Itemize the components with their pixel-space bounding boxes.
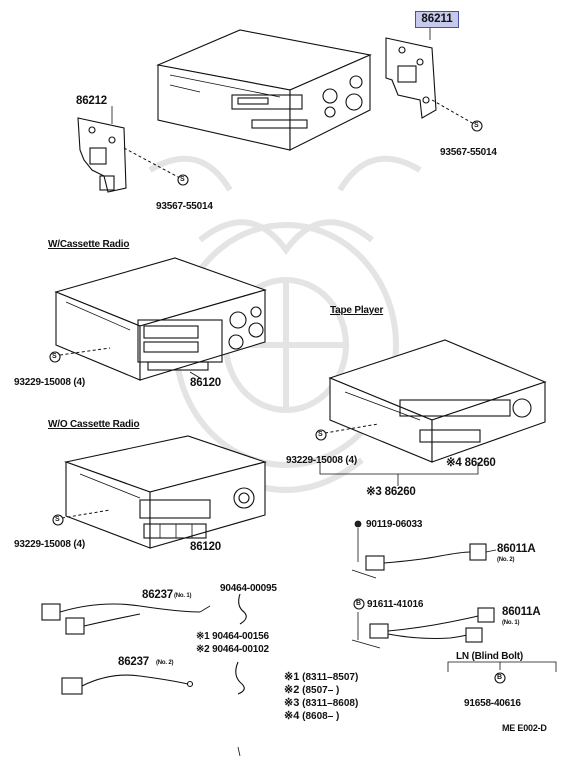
bolt-symbol-90119: [354, 520, 362, 528]
screw-symbol-top-left: [177, 174, 189, 186]
screw-symbol-letter: S: [180, 176, 185, 183]
note-range: (8608– ): [302, 711, 340, 722]
harness-86011a-no2-sublabel: (No. 2): [497, 557, 515, 563]
note-row-1: ※1 (8311–8507): [284, 670, 358, 683]
bolt-90119-06033-label[interactable]: 90119-06033: [366, 519, 423, 530]
harness-86237-no2-label[interactable]: 86237: [118, 656, 149, 668]
bracket-86211: [385, 37, 437, 119]
part-86260-note4-label[interactable]: ※4 86260: [446, 457, 496, 469]
screw-symbol-letter: S: [55, 516, 60, 523]
screw-93229-15008-cassette-label[interactable]: 93229-15008 (4): [14, 377, 85, 388]
harness-86237-no1: [41, 603, 211, 635]
note-mark: ※1: [284, 671, 300, 683]
no-cassette-radio-unit: [63, 435, 267, 549]
part-86212-label[interactable]: 86212: [76, 95, 107, 107]
bolt-symbol-letter: B: [356, 600, 361, 607]
clamp-90464-00095: [235, 593, 247, 695]
note-row-2: ※2 (8507– ): [284, 683, 339, 696]
screw-93567-55014-right-label[interactable]: 93567-55014: [440, 147, 497, 158]
footer-diagram-code: ME E002-D: [502, 723, 547, 733]
note-mark: ※3: [284, 697, 300, 709]
note-row-4: ※4 (8608– ): [284, 709, 339, 722]
harness-86237-no1-label[interactable]: 86237: [142, 589, 173, 601]
screw-93229-15008-tape-label[interactable]: 93229-15008 (4): [286, 455, 357, 466]
note-range: (8507– ): [302, 685, 340, 696]
clamp-90464-00095-label[interactable]: 90464-00095: [220, 583, 277, 594]
clamp-note1-label[interactable]: ※1 90464-00156: [196, 631, 269, 642]
note-mark: ※2: [284, 684, 300, 696]
cassette-radio-unit: [54, 257, 267, 381]
clamp-note2-label[interactable]: ※2 90464-00102: [196, 644, 269, 655]
section-title-cassette-radio: W/Cassette Radio: [48, 239, 130, 250]
screw-symbol-tape: [315, 429, 327, 441]
harness-86011a-no1-sublabel: (No. 1): [502, 620, 520, 626]
note-mark: ※4: [284, 710, 300, 722]
harness-86011a-no2: [351, 528, 497, 579]
ln-blind-bolt-heading: LN (Blind Bolt): [456, 651, 523, 662]
section-title-no-cassette-radio: W/O Cassette Radio: [48, 419, 140, 430]
screw-symbol-letter: S: [474, 122, 479, 129]
harness-86237-no2: [61, 674, 194, 695]
bolt-91611-41016-label[interactable]: 91611-41016: [367, 599, 424, 610]
blind-bolt-91658-40616-label[interactable]: 91658-40616: [464, 698, 521, 709]
part-86260-note3-label[interactable]: ※3 86260: [366, 486, 416, 498]
harness-86237-no1-sublabel: (No. 1): [174, 593, 192, 599]
part-86211-highlighted[interactable]: 86211: [415, 11, 459, 28]
screw-symbol-top-right: [471, 120, 483, 132]
note-range: (8311–8507): [302, 672, 359, 683]
screw-symbol-no-cassette: [52, 514, 64, 526]
screw-symbol-letter: S: [318, 431, 323, 438]
bracket-86212: [77, 117, 127, 193]
harness-86011a-no1-label[interactable]: 86011A: [502, 606, 541, 618]
screw-93229-15008-no-cassette-label[interactable]: 93229-15008 (4): [14, 539, 85, 550]
screw-93567-55014-left-label[interactable]: 93567-55014: [156, 201, 213, 212]
part-86120-no-cassette-label[interactable]: 86120: [190, 541, 221, 553]
bolt-symbol-letter: B: [497, 674, 502, 681]
bolt-symbol-blind: [494, 672, 506, 684]
top-radio-unit: [156, 29, 372, 151]
harness-86237-no2-sublabel: (No. 2): [156, 660, 174, 666]
note-range: (8311–8608): [302, 698, 359, 709]
part-86120-cassette-label[interactable]: 86120: [190, 377, 221, 389]
screw-symbol-letter: S: [52, 353, 57, 360]
bolt-symbol-91611: [353, 598, 365, 610]
harness-86011a-no1: [351, 607, 495, 649]
watermark-emblem: [148, 155, 422, 493]
screw-symbol-cassette: [49, 351, 61, 363]
tape-player-unit: [328, 339, 547, 463]
section-title-tape-player: Tape Player: [330, 305, 384, 316]
note-row-3: ※3 (8311–8608): [284, 696, 358, 709]
harness-86011a-no2-label[interactable]: 86011A: [497, 543, 536, 555]
